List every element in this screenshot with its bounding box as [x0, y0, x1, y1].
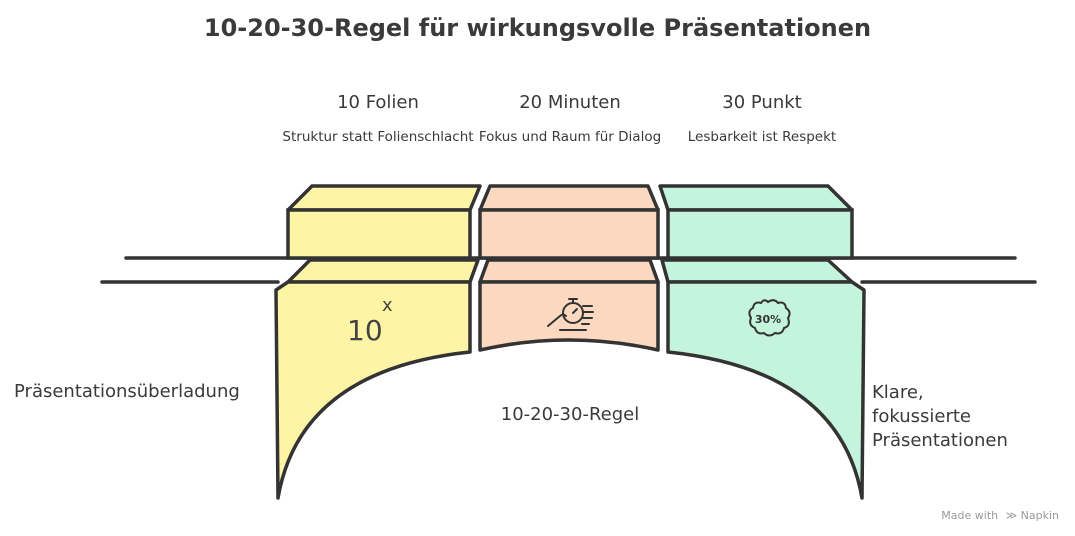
right-label-line-1: Klare, [872, 382, 924, 403]
right-label-line-3: Präsentationen [872, 430, 1008, 451]
arch-block-slides [274, 258, 480, 500]
ten-to-the-power-x-icon: 10 x [347, 295, 393, 347]
arch-block-font-size [660, 258, 866, 500]
column-subtitle-slides: Struktur statt Folienschlacht [282, 129, 474, 145]
badge-text: 30% [755, 313, 781, 326]
icon-exponent-text: x [382, 295, 393, 316]
hand-stopwatch-icon [547, 298, 594, 331]
icon-base-text: 10 [347, 314, 383, 347]
column-heading-font-size: 30 Punkt [722, 92, 802, 113]
center-label: 10-20-30-Regel [500, 404, 640, 425]
column-subtitle-minutes: Fokus und Raum für Dialog [478, 129, 662, 145]
right-label-line-2: fokussierte [872, 406, 971, 427]
top-block-font-size [658, 184, 854, 260]
top-block-minutes [478, 184, 660, 260]
column-heading-slides: 10 Folien [337, 92, 419, 113]
column-subtitle-font-size: Lesbarkeit ist Respekt [687, 129, 837, 145]
diagram-title: 10-20-30-Regel für wirkungsvolle Präsent… [203, 14, 872, 42]
napkin-brand-text: Napkin [1020, 509, 1059, 522]
left-label: Präsentationsüberladung [14, 381, 240, 402]
napkin-attribution[interactable]: Made with ≫ Napkin [941, 509, 1059, 522]
right-label: Klare, fokussierte Präsentationen [872, 381, 1008, 453]
top-block-slides [286, 184, 482, 260]
arch-block-minutes [478, 258, 660, 352]
column-heading-minutes: 20 Minuten [519, 92, 621, 113]
thirty-percent-badge-icon: 30% [748, 299, 791, 337]
napkin-logo-icon: ≫ [1005, 509, 1018, 522]
made-with-text: Made with [941, 509, 999, 522]
